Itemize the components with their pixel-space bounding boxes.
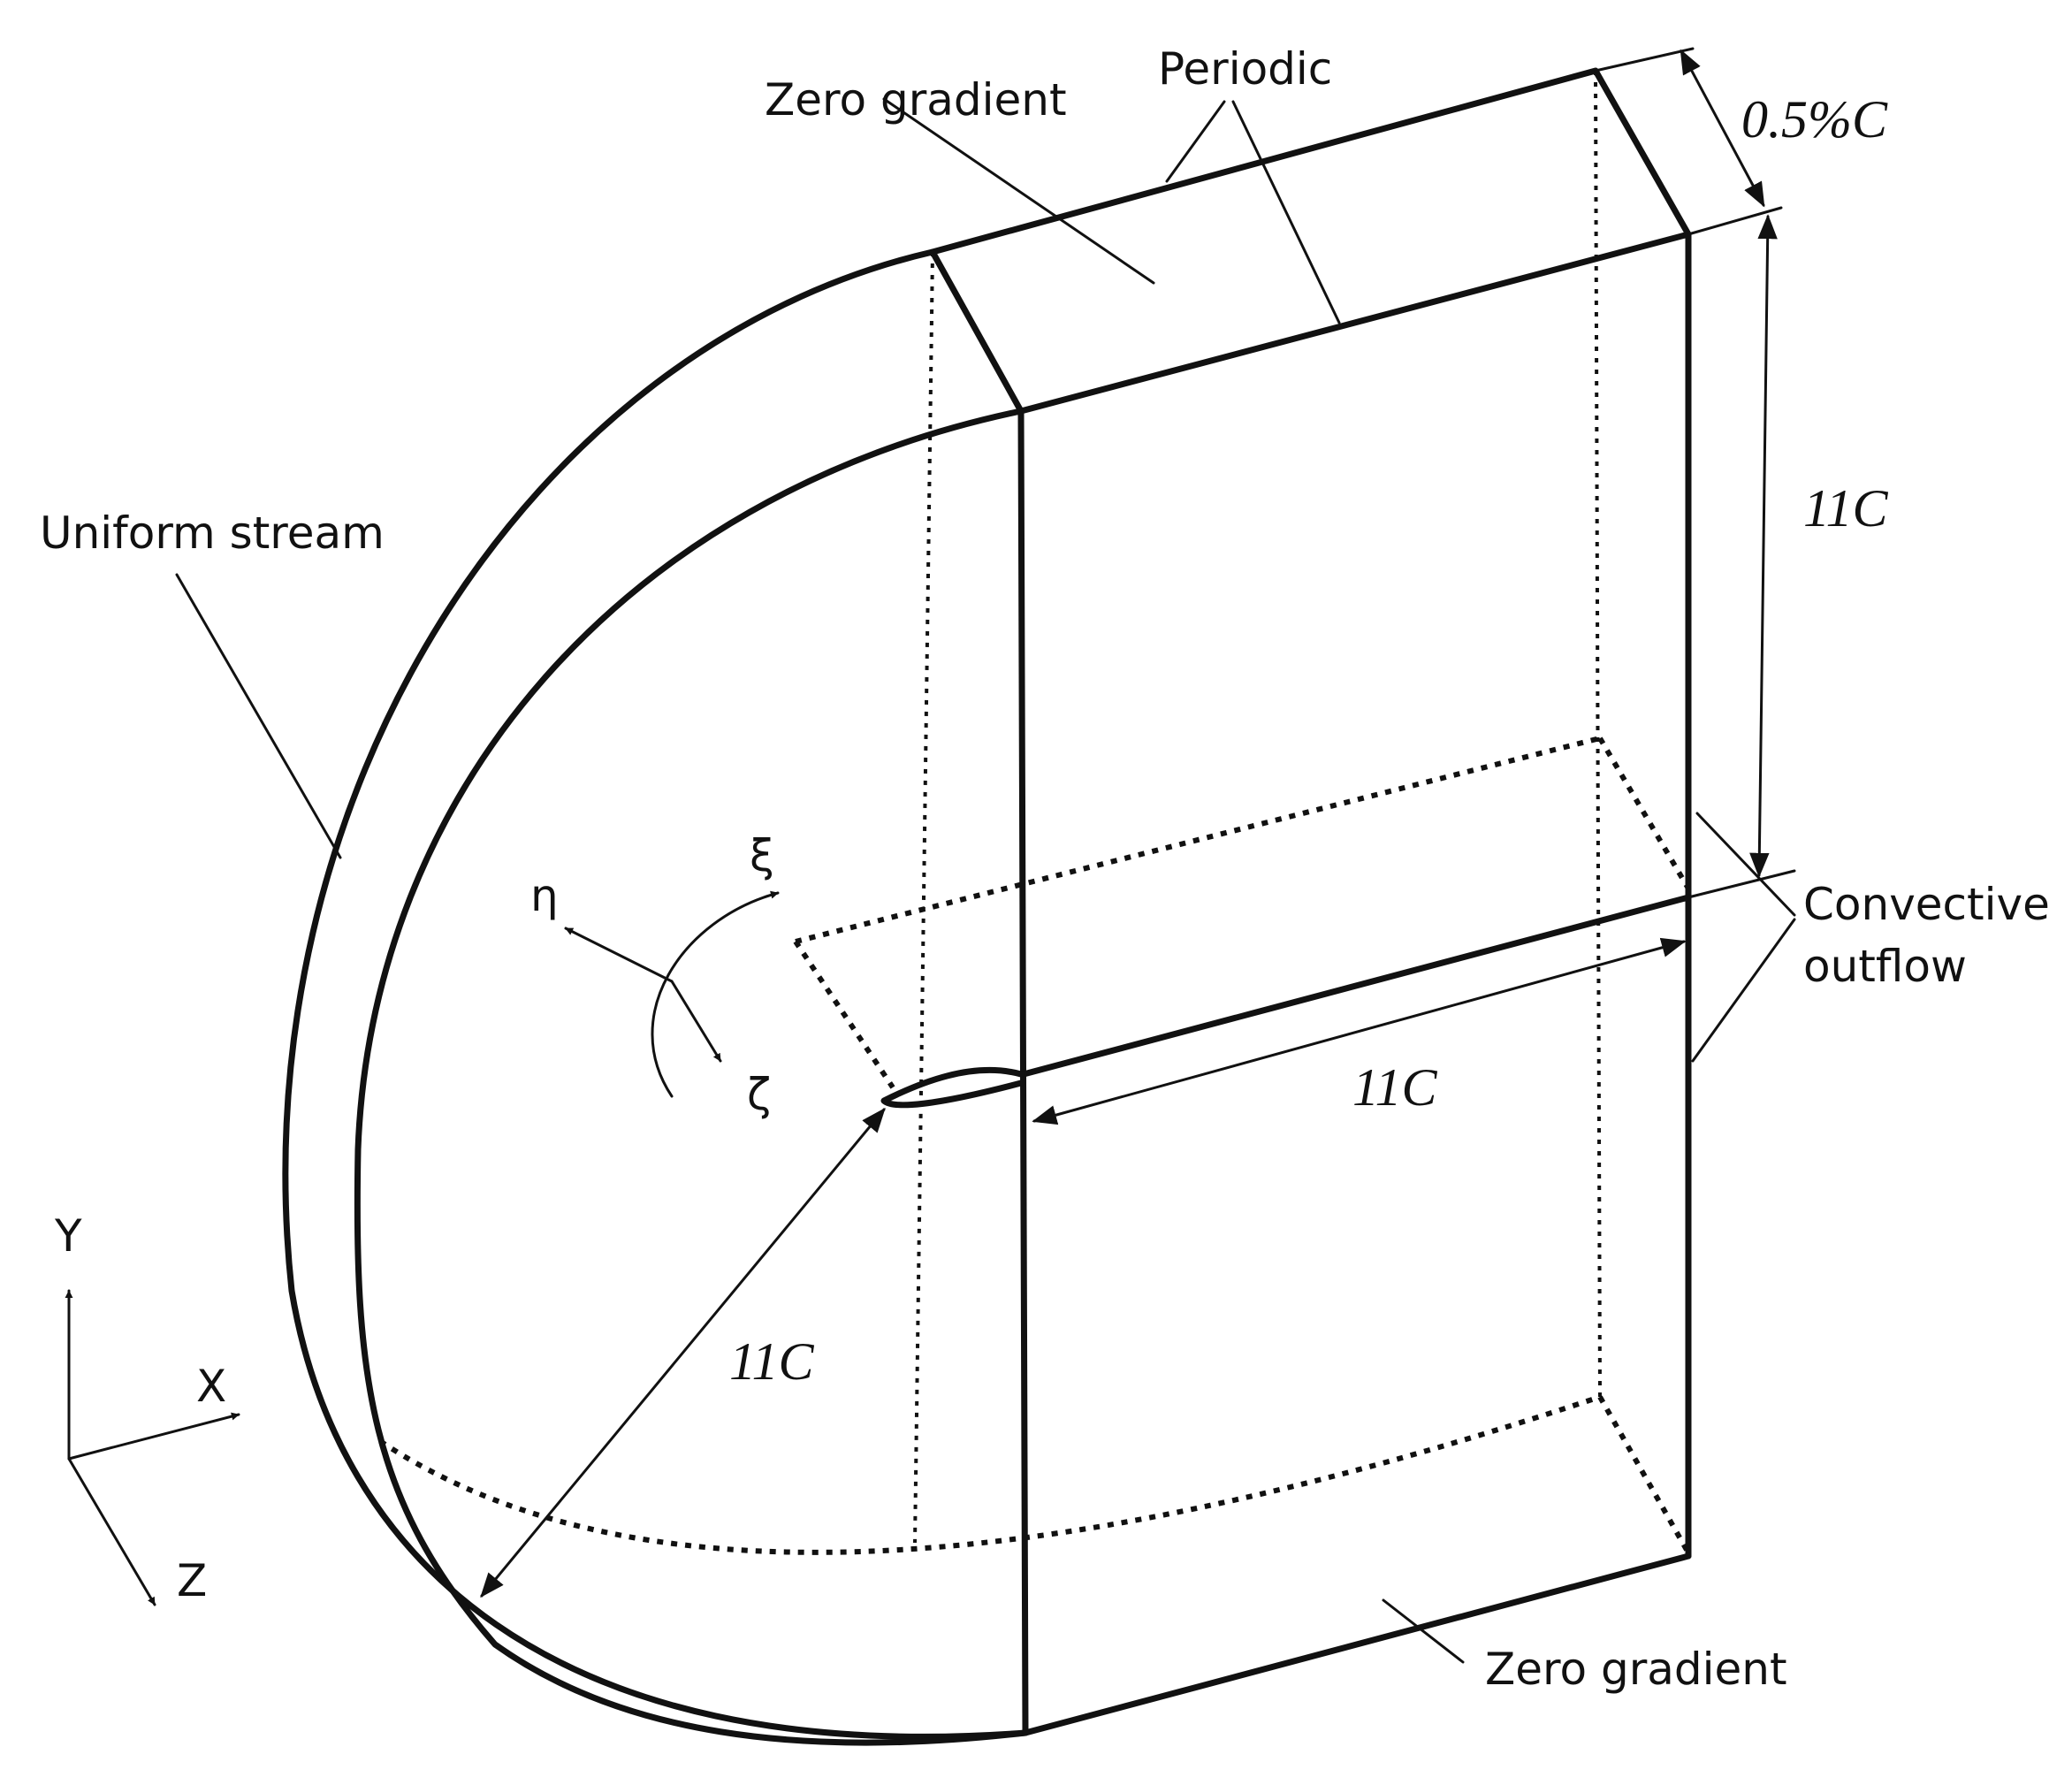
eta-axis-arrow: [564, 927, 674, 983]
eta-label: η: [530, 870, 559, 921]
span-dimension-arrow: [1680, 49, 1765, 208]
periodic-label: Periodic: [1158, 43, 1332, 95]
height-dimension-label: 11C: [1803, 479, 1889, 538]
span-dimension-label: 0.5%C: [1741, 90, 1888, 149]
periodic-leader-1: [1165, 100, 1226, 183]
z-axis-label: Z: [177, 1555, 207, 1606]
x-axis-arrow: [67, 1412, 240, 1461]
wake-length-dimension-label: 11C: [1352, 1058, 1438, 1117]
xi-axis-arrow: [651, 890, 780, 1098]
convective-outflow-leader-2: [1691, 918, 1796, 1063]
zero-gradient-top-label: Zero gradient: [765, 74, 1067, 126]
zeta-label: ζ: [747, 1069, 771, 1120]
xi-label: ξ: [750, 830, 774, 881]
z-axis-arrow: [67, 1457, 156, 1606]
zero-gradient-top-leader: [882, 97, 1155, 285]
span-extension-line-1: [1594, 47, 1695, 72]
inner-c-boundary: [354, 408, 1029, 1746]
wake-cut-line: [1020, 894, 1692, 1078]
back-vertical-right-edge: [1594, 70, 1602, 1398]
x-axis-label: X: [196, 1361, 226, 1412]
airfoil-section: [880, 1066, 1025, 1109]
bottom-front-edge: [1022, 1552, 1692, 1736]
y-axis-label: Y: [54, 1210, 82, 1262]
uniform-stream-leader: [175, 573, 342, 859]
periodic-leader-2: [1231, 100, 1341, 324]
zero-gradient-bottom-leader: [1382, 1598, 1465, 1664]
height-dimension-arrow: [1749, 214, 1778, 878]
convective-outflow-label-line1: Convective: [1803, 879, 2050, 930]
height-extension-line: [1687, 869, 1796, 899]
back-top-wake-edge: [795, 736, 1601, 944]
radius-dimension-arrow: [480, 1107, 886, 1598]
convective-outflow-leader-1: [1695, 812, 1796, 917]
back-leading-edge-top: [793, 940, 895, 1089]
back-outer-arc: [378, 1394, 1601, 1555]
radius-dimension-label: 11C: [729, 1332, 815, 1391]
span-extension-line-2: [1687, 206, 1783, 236]
back-right-top-edge: [1597, 736, 1691, 890]
uniform-stream-label: Uniform stream: [40, 507, 385, 559]
back-vertical-left-edge: [913, 251, 934, 1544]
wake-dimension-arrow: [1032, 937, 1687, 1125]
back-right-bottom-edge: [1597, 1395, 1693, 1558]
curvilinear-axes: [564, 890, 780, 1098]
zero-gradient-bottom-label: Zero gradient: [1485, 1644, 1787, 1695]
outer-c-boundary: [282, 248, 1029, 1740]
hidden-edges: [378, 70, 1693, 1558]
convective-outflow-label-line2: outflow: [1803, 941, 1967, 992]
zeta-axis-arrow: [670, 980, 722, 1063]
cartesian-axes: [65, 1289, 240, 1606]
